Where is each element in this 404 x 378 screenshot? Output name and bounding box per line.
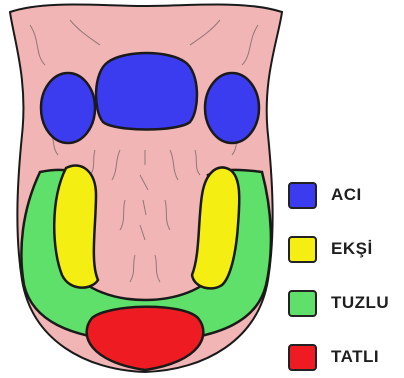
sour-zone-left: [54, 166, 98, 288]
legend-label-sour: EKŞİ: [331, 239, 373, 259]
bitter-swatch: [288, 182, 317, 209]
legend-item-sour: EKŞİ: [288, 234, 373, 264]
legend-item-sweet: TATLI: [288, 342, 379, 372]
legend-item-bitter: ACI: [288, 180, 362, 210]
legend-label-sweet: TATLI: [331, 347, 379, 367]
sour-swatch: [288, 236, 317, 263]
bitter-zone-left: [41, 73, 95, 143]
sweet-swatch: [288, 344, 317, 371]
legend-label-bitter: ACI: [331, 185, 362, 205]
salty-swatch: [288, 290, 317, 317]
legend: ACI EKŞİ TUZLU TATLI: [288, 0, 404, 378]
bitter-zone-center: [96, 53, 197, 130]
legend-label-salty: TUZLU: [331, 293, 389, 313]
bitter-zone-right: [205, 73, 259, 143]
legend-item-salty: TUZLU: [288, 288, 389, 318]
tongue-diagram: [0, 0, 290, 378]
